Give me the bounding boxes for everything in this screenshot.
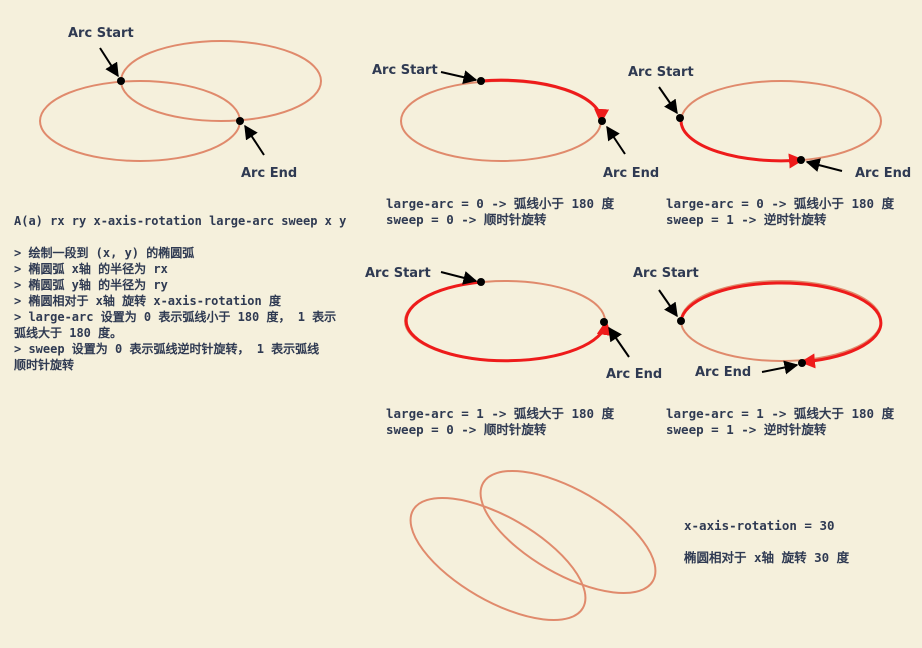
highlight-arc [480,78,610,124]
arc-start-label: Arc Start [628,65,694,80]
start-pointer-arrow [440,271,478,285]
start-point [676,114,684,122]
diagram-large-arc-sweep1: Arc Start Arc End [633,266,883,380]
rotated-ellipse-right [479,469,657,595]
end-pointer-arrow [805,158,843,172]
intro-diagram: Arc Start Arc End [39,26,322,181]
start-pointer-arrow [99,47,119,78]
highlight-arc [679,281,883,369]
arc-start-label: Arc Start [372,63,438,78]
arc-start-label: Arc Start [633,266,699,281]
end-pointer-arrow [608,326,630,358]
description-line: 顺时针旋转 [14,358,75,372]
arc-end-label: Arc End [695,365,751,380]
caption-line: large-arc = 0 -> 弧线小于 180 度 [666,196,895,211]
caption-d3: large-arc = 1 -> 弧线大于 180 度 sweep = 0 ->… [386,406,614,438]
description-line: > 绘制一段到 (x, y) 的椭圆弧 [14,246,195,260]
caption-line: sweep = 0 -> 顺时针旋转 [386,212,547,227]
caption-d1: large-arc = 0 -> 弧线小于 180 度 sweep = 0 ->… [386,196,614,228]
description-block: > 绘制一段到 (x, y) 的椭圆弧 > 椭圆弧 x轴 的半径为 rx > 椭… [14,245,336,373]
end-pointer-arrow [761,360,799,375]
start-point [117,77,125,85]
end-point [798,359,806,367]
diagram-small-arc-sweep0: Arc Start Arc End [372,63,659,181]
rotation-desc-text: 椭圆相对于 x轴 旋转 30 度 [684,550,850,565]
rotation-value-text: x-axis-rotation = 30 [684,518,835,533]
rotation-diagram [409,469,657,622]
highlight-arc [679,120,804,169]
end-pointer-arrow [606,125,626,155]
caption-d2: large-arc = 0 -> 弧线小于 180 度 sweep = 1 ->… [666,196,894,228]
arc-start-label: Arc Start [365,266,431,281]
caption-line: large-arc = 0 -> 弧线小于 180 度 [386,196,615,211]
start-point [477,77,485,85]
arc-end-label: Arc End [855,166,911,181]
arc-end-label: Arc End [603,166,659,181]
start-pointer-arrow [658,86,678,115]
caption-line: sweep = 1 -> 逆时针旋转 [666,212,827,227]
rotated-ellipse-left [409,496,587,622]
description-line: > 椭圆相对于 x轴 旋转 x-axis-rotation 度 [14,294,281,308]
start-point [677,317,685,325]
end-point [797,156,805,164]
caption-line: sweep = 0 -> 顺时针旋转 [386,422,547,437]
arc-end-label: Arc End [241,166,297,181]
description-line: > sweep 设置为 0 表示弧线逆时针旋转， 1 表示弧线 [14,342,320,356]
description-line: > 椭圆弧 y轴 的半径为 ry [14,278,168,292]
description-line: > 椭圆弧 x轴 的半径为 rx [14,262,168,276]
arc-end-label: Arc End [606,367,662,382]
caption-d4: large-arc = 1 -> 弧线大于 180 度 sweep = 1 ->… [666,406,894,438]
syntax-line: A(a) rx ry x-axis-rotation large-arc swe… [14,214,347,228]
start-pointer-arrow [658,289,678,318]
caption-line: large-arc = 1 -> 弧线大于 180 度 [386,406,615,421]
start-pointer-arrow [440,70,478,85]
diagram-large-arc-sweep0: Arc Start Arc End [365,266,662,382]
end-point [598,117,606,125]
end-pointer-arrow [244,124,265,156]
caption-line: large-arc = 1 -> 弧线大于 180 度 [666,406,895,421]
end-point [600,318,608,326]
description-line: 弧线大于 180 度。 [14,326,123,340]
caption-line: sweep = 1 -> 逆时针旋转 [666,422,827,437]
arc-start-label: Arc Start [68,26,134,41]
end-point [236,117,244,125]
highlight-arc [404,280,612,363]
start-point [477,278,485,286]
description-line: > large-arc 设置为 0 表示弧线小于 180 度， 1 表示 [14,310,337,324]
diagram-small-arc-sweep1: Arc Start Arc End [628,65,911,181]
